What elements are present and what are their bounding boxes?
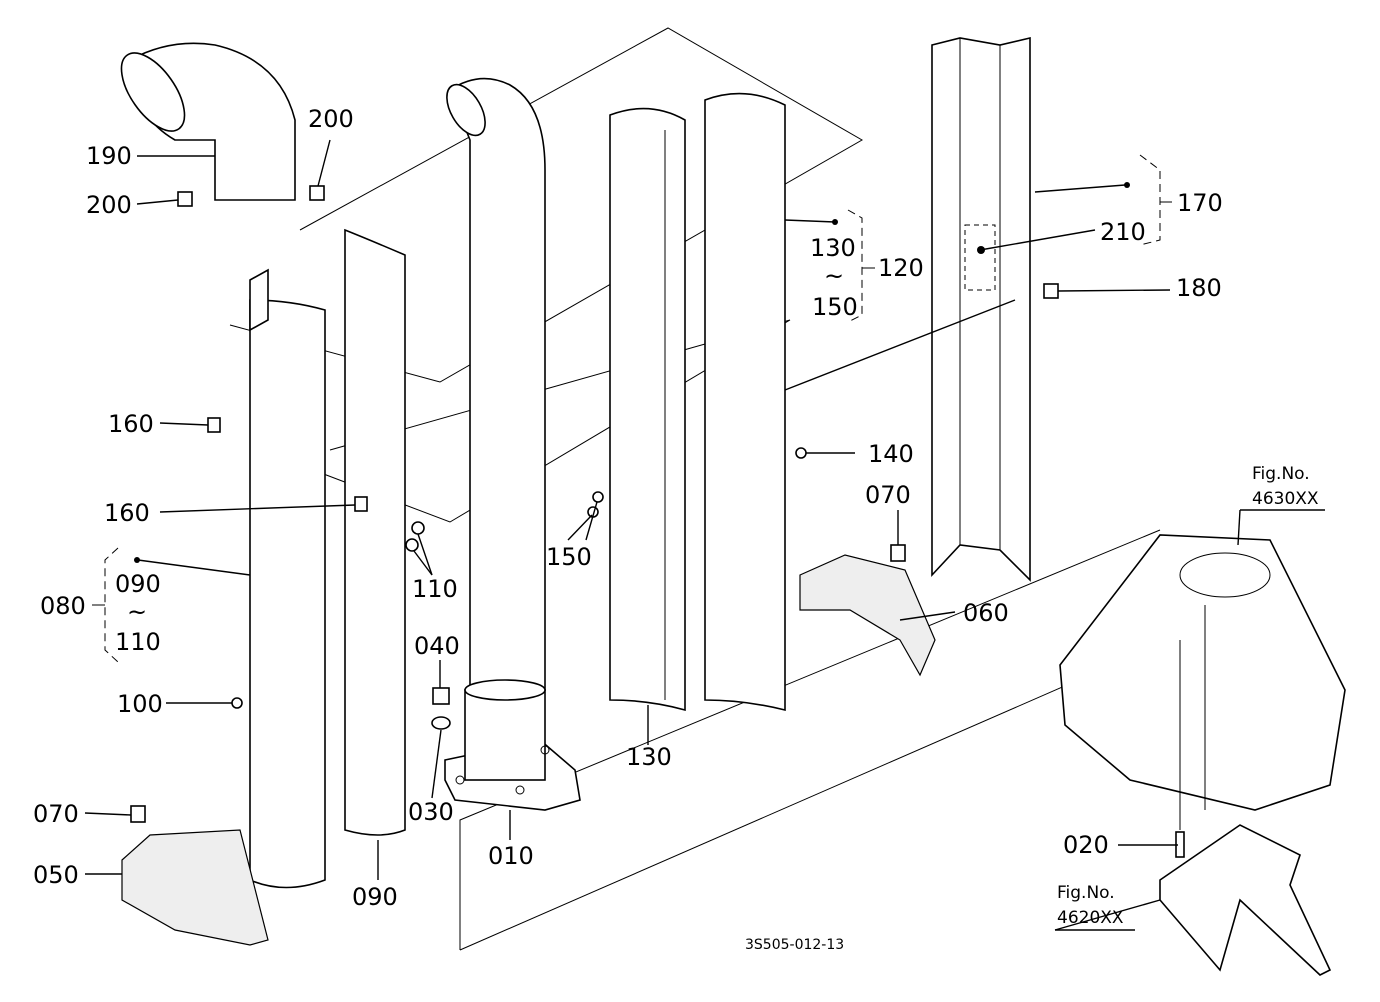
label-150: 150 bbox=[546, 543, 592, 571]
washer-110-b bbox=[405, 538, 419, 552]
label-180: 180 bbox=[1176, 274, 1222, 302]
label-200-left: 200 bbox=[86, 191, 132, 219]
label-150-range: 150 bbox=[812, 293, 858, 321]
clamp-050 bbox=[121, 829, 269, 946]
tilde-080: ~ bbox=[127, 598, 147, 626]
bolt-160-lower bbox=[354, 496, 368, 512]
bolt-200-left bbox=[177, 191, 193, 207]
label-060: 060 bbox=[963, 599, 1009, 627]
label-170: 170 bbox=[1177, 189, 1223, 217]
bolt-200-right bbox=[309, 185, 325, 201]
tilde-120: ~ bbox=[824, 262, 844, 290]
label-090-range: 090 bbox=[115, 570, 161, 598]
bolt-160-upper bbox=[207, 417, 221, 433]
label-080: 080 bbox=[40, 592, 86, 620]
fig-ref-label-2: Fig.No. bbox=[1057, 883, 1115, 903]
fig-ref-number-2: 4620XX bbox=[1057, 908, 1124, 928]
label-100: 100 bbox=[117, 690, 163, 718]
label-070-left: 070 bbox=[33, 800, 79, 828]
part-labels: 190 200 200 160 160 090 ~ 110 080 110 10… bbox=[33, 105, 1223, 911]
leader-lines bbox=[84, 139, 1325, 931]
washer-110-a bbox=[411, 521, 425, 535]
label-190: 190 bbox=[86, 142, 132, 170]
range-brackets bbox=[92, 154, 1172, 663]
label-030: 030 bbox=[408, 798, 454, 826]
elbow-pipe-190 bbox=[120, 42, 296, 201]
half-cover-090 bbox=[344, 228, 406, 836]
label-140: 140 bbox=[868, 440, 914, 468]
fig-ref-label-1: Fig.No. bbox=[1252, 464, 1310, 484]
label-110: 110 bbox=[412, 575, 458, 603]
label-210: 210 bbox=[1100, 218, 1146, 246]
label-130-range: 130 bbox=[810, 234, 856, 262]
bolt-070-left bbox=[130, 805, 146, 823]
label-160-upper: 160 bbox=[108, 410, 154, 438]
label-050: 050 bbox=[33, 861, 79, 889]
half-cover-left bbox=[249, 268, 326, 889]
label-160-lower: 160 bbox=[104, 499, 150, 527]
label-120: 120 bbox=[878, 254, 924, 282]
nut-100 bbox=[231, 697, 243, 709]
label-200-right: 200 bbox=[308, 105, 354, 133]
washer-150-a bbox=[592, 491, 604, 503]
leader-dots bbox=[134, 182, 1130, 563]
nut-140 bbox=[795, 447, 807, 459]
drawing-code: 3S505-012-13 bbox=[745, 937, 844, 953]
half-cover-130 bbox=[609, 107, 686, 712]
label-130-bottom: 130 bbox=[626, 743, 672, 771]
engine-hood bbox=[1059, 534, 1346, 811]
clamp-060 bbox=[799, 554, 936, 677]
figure-references: Fig.No. 4630XX Fig.No. 4620XX bbox=[1057, 464, 1319, 928]
bolt-070-right bbox=[890, 544, 906, 562]
bolt-180 bbox=[1043, 283, 1059, 299]
label-090: 090 bbox=[352, 883, 398, 911]
label-070-right: 070 bbox=[865, 481, 911, 509]
label-010: 010 bbox=[488, 842, 534, 870]
nut-040 bbox=[432, 687, 450, 705]
label-020: 020 bbox=[1063, 831, 1109, 859]
main-pipe-elbow bbox=[446, 77, 546, 691]
fasteners bbox=[130, 185, 1059, 823]
bracket-assembly bbox=[1159, 640, 1332, 976]
label-040: 040 bbox=[414, 632, 460, 660]
guard-panel-170 bbox=[931, 36, 1031, 582]
fig-ref-number-1: 4630XX bbox=[1252, 489, 1319, 509]
washer-030 bbox=[431, 716, 451, 730]
half-cover-120 bbox=[704, 92, 786, 712]
main-pipe-base-010 bbox=[444, 679, 581, 811]
label-110-range: 110 bbox=[115, 628, 161, 656]
